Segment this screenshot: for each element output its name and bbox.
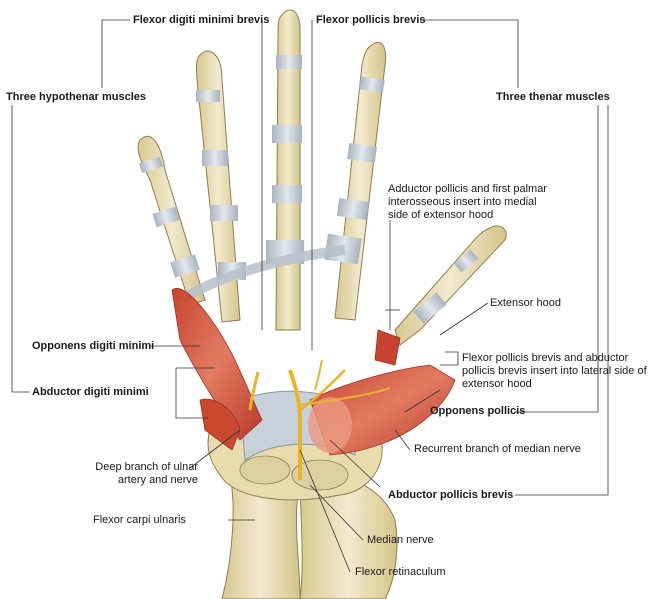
forearm-bones <box>221 469 398 599</box>
label-extensor-hood: Extensor hood <box>490 297 561 309</box>
thumb <box>394 225 507 346</box>
label-three-hypothenar-muscles: Three hypothenar muscles <box>6 91 146 103</box>
label-flexor-retinaculum: Flexor retinaculum <box>355 566 446 578</box>
label-flexor-pollicis-brevis: Flexor pollicis brevis <box>316 14 426 26</box>
label-flexor-digiti-minimi-brevis: Flexor digiti minimi brevis <box>133 14 270 26</box>
index-finger <box>324 41 387 321</box>
nerves <box>248 359 391 480</box>
label-adductor-pollicis-note: Adductor pollicis and first palmar inter… <box>388 183 547 221</box>
little-finger <box>137 135 206 306</box>
transverse-metacarpal-ligament <box>177 245 346 305</box>
label-abductor-pollicis-brevis: Abductor pollicis brevis <box>388 489 514 501</box>
label-deep-branch: Deep branch of ulnar artery and nerve <box>95 461 198 486</box>
leader-lines <box>11 19 609 573</box>
label-recurrent-branch: Recurrent branch of median nerve <box>414 443 581 455</box>
label-flexor-carpi-ulnaris: Flexor carpi ulnaris <box>93 514 186 526</box>
hypothenar-muscles <box>171 288 263 451</box>
thenar-muscles <box>308 329 456 456</box>
label-abductor-digiti-minimi: Abductor digiti minimi <box>32 386 149 398</box>
label-opponens-pollicis: Opponens pollicis <box>430 405 526 417</box>
label-median-nerve: Median nerve <box>367 534 434 546</box>
label-three-thenar-muscles: Three thenar muscles <box>496 91 610 103</box>
label-opponens-digiti-minimi: Opponens digiti minimi <box>32 340 155 352</box>
middle-finger <box>266 9 304 331</box>
label-fpb-apb-note: Flexor pollicis brevis and abductor poll… <box>462 352 647 390</box>
